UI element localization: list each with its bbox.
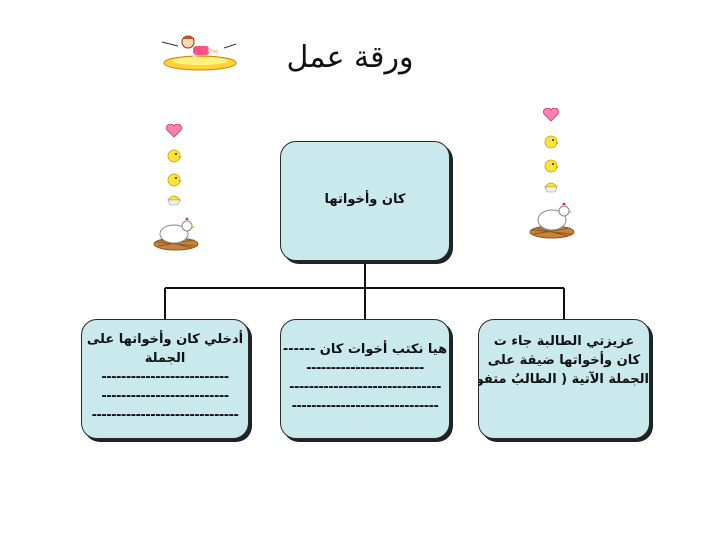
answer-blank-line: ------------------------------	[91, 408, 239, 423]
chick-icon	[544, 159, 559, 173]
answer-blank-line: ------------------------------	[291, 399, 439, 414]
child-node-left: أدخلي كان وأخواتها على الجملة ----------…	[81, 319, 249, 439]
node-text-line: هيا نكتب أخوات كان ------	[282, 342, 448, 357]
chick-icon	[167, 173, 182, 187]
answer-blank-line: -------------------------------	[289, 380, 441, 395]
chick-icon	[167, 195, 181, 206]
root-node: كان وأخواتها	[280, 141, 450, 261]
heart-icon	[543, 108, 559, 122]
heart-icon	[166, 124, 182, 138]
node-text-line: أدخلي كان وأخواتها على	[86, 332, 244, 347]
root-node-label: كان وأخواتها	[324, 192, 406, 207]
chick-icon	[544, 135, 559, 149]
node-text-line: الجملة الآتية ( الطالبُ متفوقٌ)	[479, 372, 649, 387]
chick-icon	[544, 182, 558, 193]
chick-icon	[167, 149, 182, 163]
answer-blank-line: --------------------------	[101, 370, 229, 385]
child-node-right: عزيزتي الطالبة جاء ت كان وأخواتها ضيقة ع…	[478, 319, 650, 439]
node-text-line: كان وأخواتها ضيقة على	[487, 353, 641, 368]
answer-blank-line: ------------------------	[306, 361, 424, 376]
node-text-line: الجملة	[144, 351, 186, 366]
answer-blank-line: --------------------------	[101, 389, 229, 404]
child-node-middle: هيا نكتب أخوات كان ------ --------------…	[280, 319, 450, 439]
hen-in-nest-icon	[529, 202, 575, 239]
hen-in-nest-icon	[153, 217, 199, 251]
girl-on-cloud-icon	[161, 35, 237, 71]
node-text-line: عزيزتي الطالبة جاء ت	[493, 334, 635, 349]
page-title: ورقة عمل	[286, 40, 414, 75]
